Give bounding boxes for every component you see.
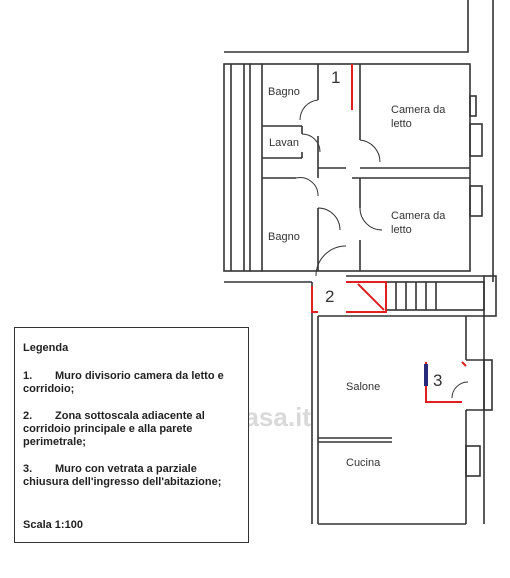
legend-item-1-text: Muro divisorio camera da letto e corrido…	[23, 370, 224, 395]
legend-item-2-num: 2.	[23, 410, 33, 422]
room-label-cucina: Cucina	[346, 457, 381, 469]
legend-item-2: 2.Zona sottoscala adiacente al corridoio…	[23, 410, 240, 449]
legend-item-1-num: 1.	[23, 370, 33, 382]
legend-title: Legenda	[23, 342, 69, 354]
room-label-camera-bottom-1: Camera da	[391, 210, 446, 222]
room-label-lavan: Lavan	[269, 137, 299, 149]
legend-item-1: 1.Muro divisorio camera da letto e corri…	[23, 370, 240, 396]
room-label-bagno-bottom: Bagno	[268, 231, 300, 243]
room-label-bagno-top: Bagno	[268, 86, 300, 98]
legend-scale: Scala 1:100	[23, 519, 83, 531]
marker-1-label: 1	[331, 68, 340, 87]
marker-3-glass	[424, 364, 428, 386]
walls	[223, 0, 497, 525]
legend-item-3: 3.Muro con vetrata a parziale chiusura d…	[23, 463, 240, 489]
legend-item-3-num: 3.	[23, 463, 33, 475]
legend-item-2-text: Zona sottoscala adiacente al corridoio p…	[23, 410, 205, 448]
doors	[295, 99, 469, 399]
room-label-camera-top-2: letto	[391, 118, 412, 130]
marker-3-label: 3	[433, 371, 442, 390]
room-label-camera-bottom-2: letto	[391, 224, 412, 236]
legend-item-3-text: Muro con vetrata a parziale chiusura del…	[23, 463, 222, 488]
room-label-camera-top-1: Camera da	[391, 104, 446, 116]
room-label-salone: Salone	[346, 381, 380, 393]
legend-box: Legenda 1.Muro divisorio camera da letto…	[14, 327, 249, 543]
marker-2-label: 2	[325, 287, 334, 306]
